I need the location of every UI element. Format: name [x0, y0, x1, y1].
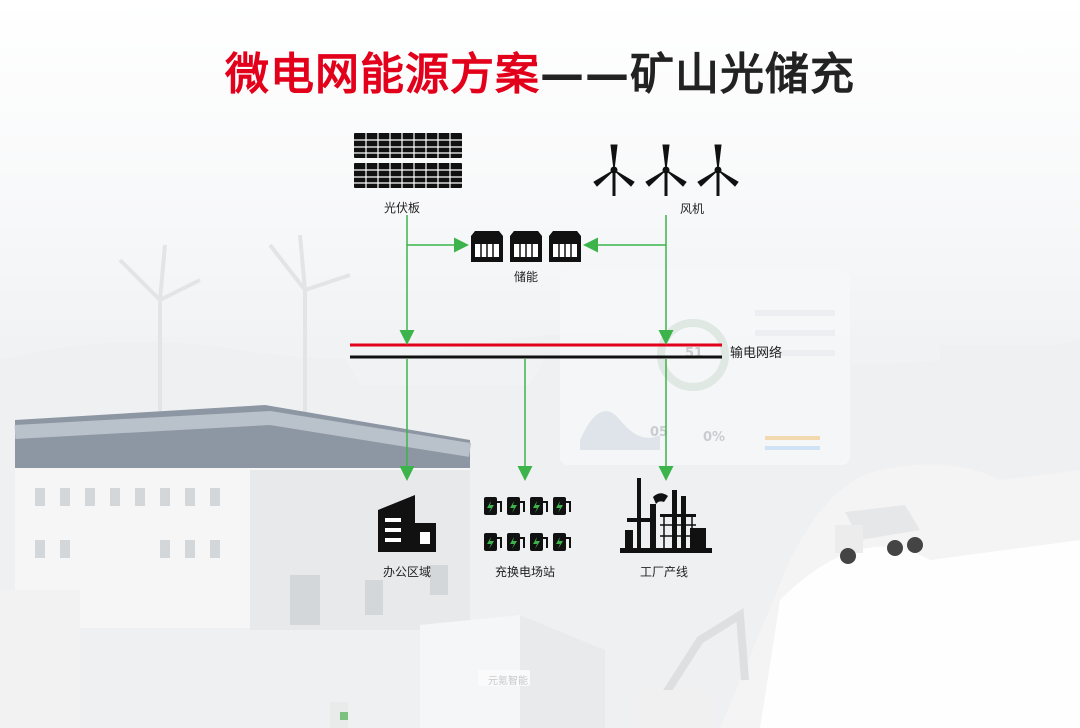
wind-turbine-icon [593, 144, 739, 196]
label-pv: 光伏板 [384, 201, 421, 215]
bg-dashboard-value-3: 0% [703, 430, 726, 445]
battery-storage-icon [471, 231, 581, 262]
solar-panel-icon [354, 133, 462, 188]
label-factory: 工厂产线 [640, 565, 689, 579]
label-office: 办公区域 [383, 565, 432, 579]
flow-arrows [399, 215, 674, 481]
factory-icon [620, 478, 712, 553]
page-title: 微电网能源方案——矿山光储充 [0, 38, 1080, 102]
bg-dashboard-value-2: 05 [650, 425, 669, 440]
charging-station-icon [484, 497, 571, 551]
bg-storage-container [420, 615, 605, 728]
label-wind: 风机 [680, 202, 705, 216]
bg-turbines [118, 234, 351, 430]
bg-office-building [14, 405, 472, 630]
label-storage: 储能 [514, 270, 539, 284]
label-charging: 充换电场站 [495, 565, 556, 579]
bg-container-brand: 元氪智能 [488, 676, 528, 687]
title-highlight: 微电网能源方案 [225, 49, 540, 100]
label-grid: 输电网络 [730, 346, 783, 361]
office-building-icon [378, 495, 436, 552]
bg-dashboard-panel [560, 270, 850, 465]
bg-excavator [651, 608, 749, 713]
title-rest: ——矿山光储充 [540, 49, 855, 100]
bg-dump-truck [835, 505, 923, 564]
